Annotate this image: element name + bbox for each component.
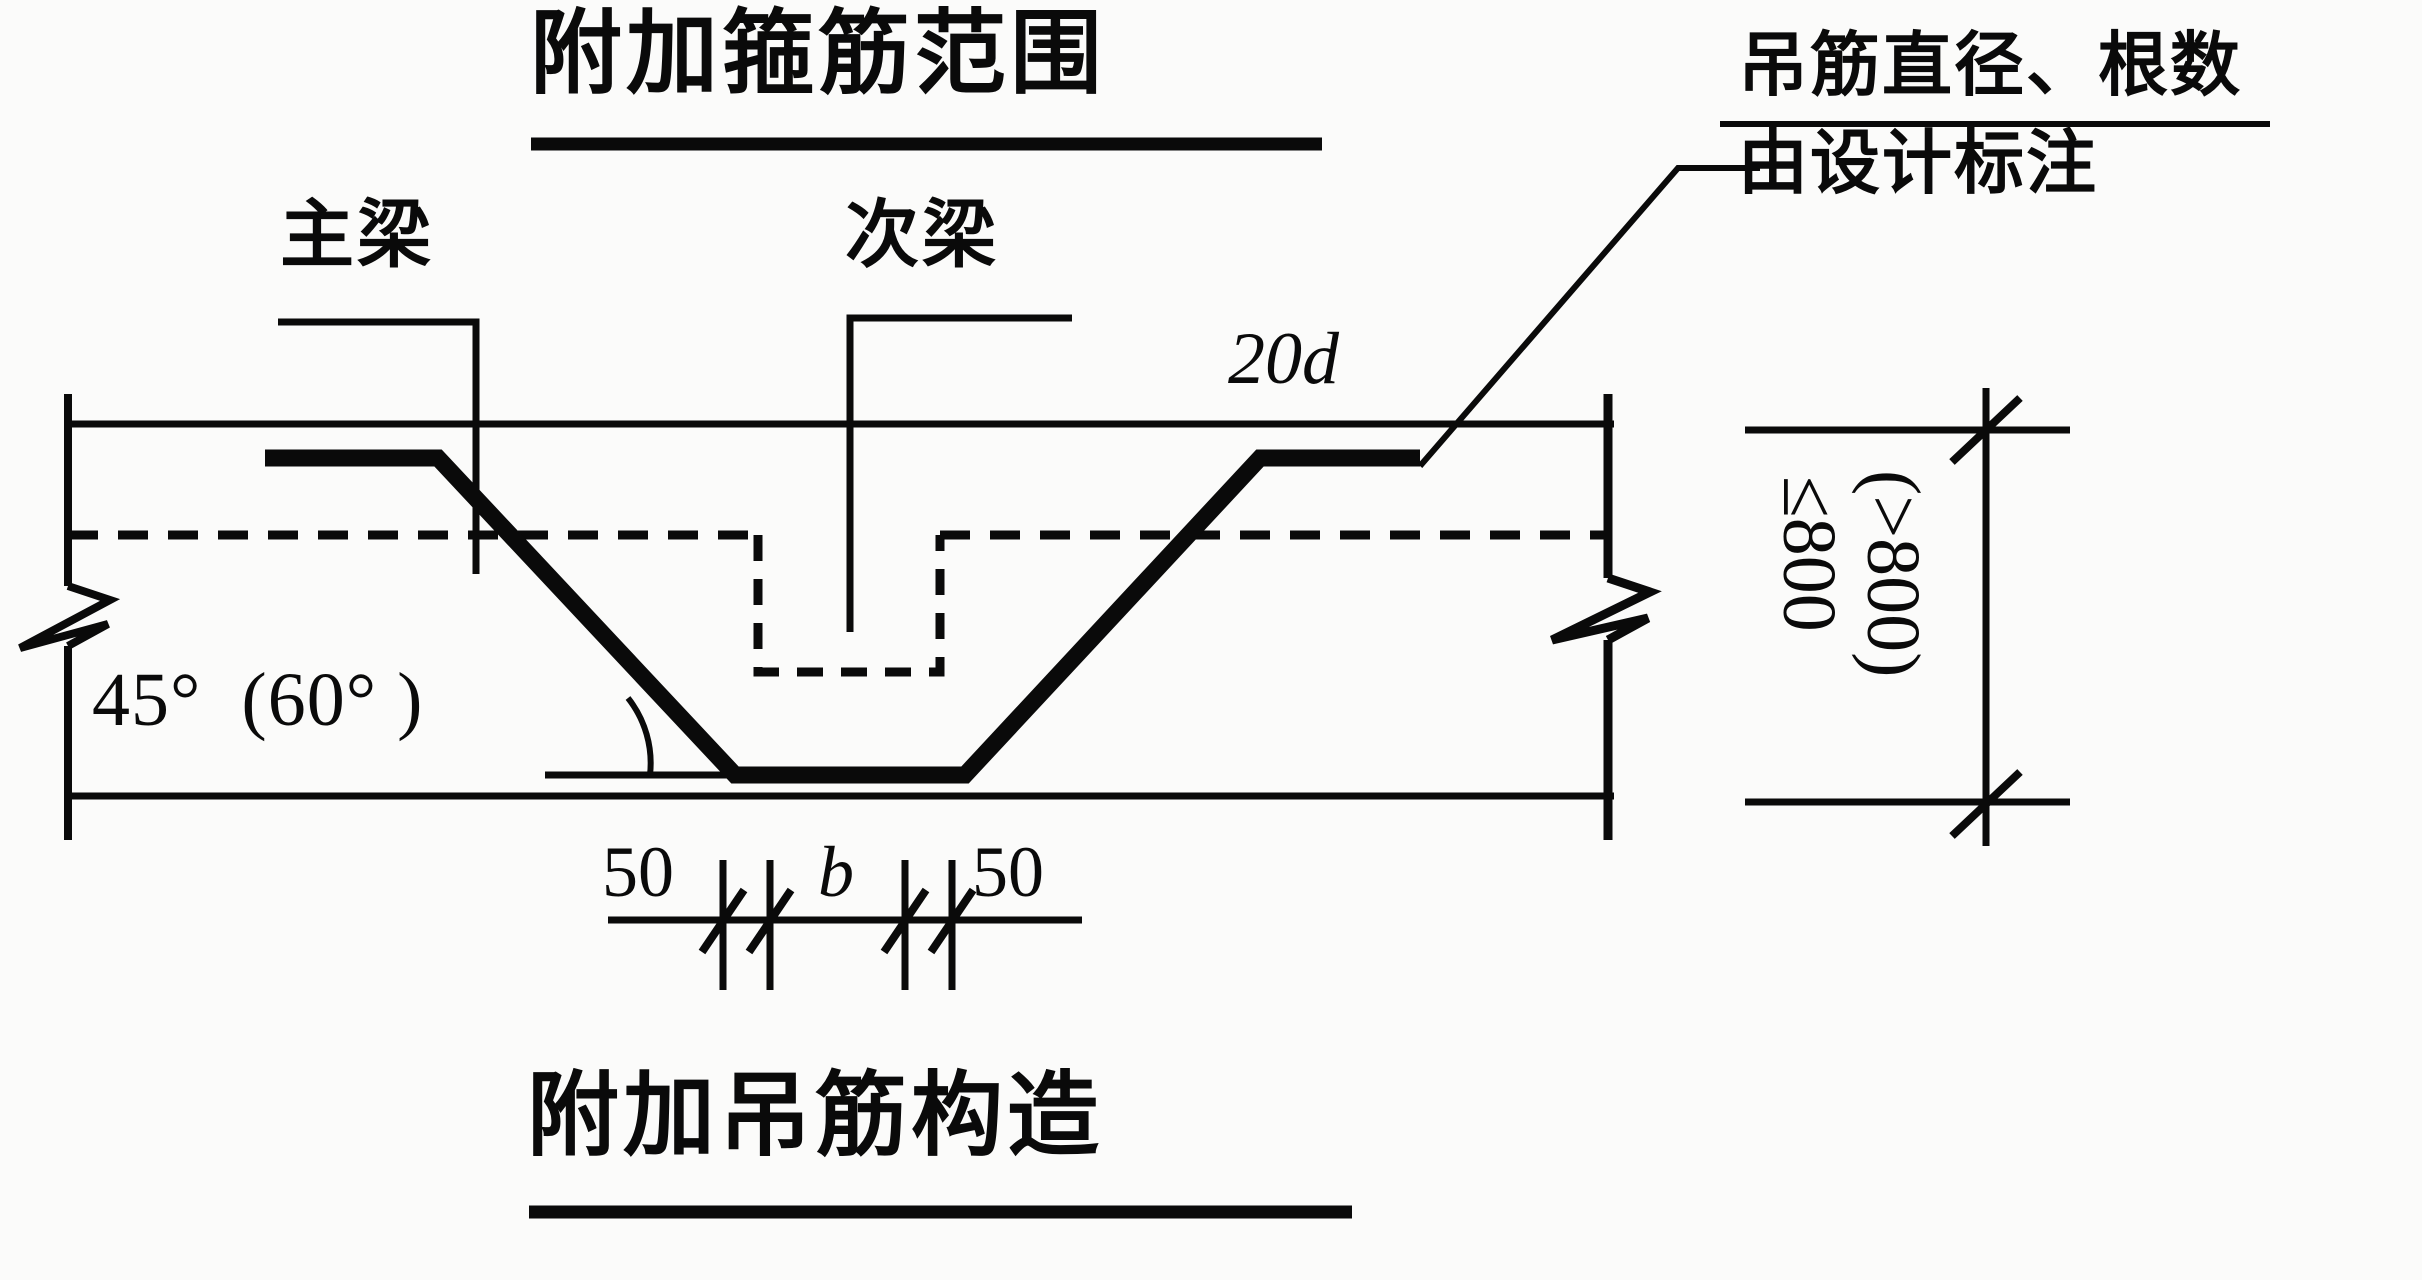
height-dim-tick-top [1949, 395, 2023, 465]
label-dim-width-b: b [818, 832, 854, 912]
secondary-beam-hidden-outline [753, 535, 945, 677]
note-line-1: 吊筋直径、根数 [1738, 24, 2242, 106]
page-title-top: 附加箍筋范围 [530, 0, 1107, 107]
label-height-le800: ≤800 [1767, 476, 1851, 632]
width-dim-tick-right-b [927, 887, 977, 955]
width-dim-tick-left-a [698, 887, 748, 955]
right-break-zigzag [1550, 573, 1662, 645]
label-dim-left-50: 50 [602, 832, 674, 912]
bent-up-rebar [265, 449, 1420, 784]
angle-arc [625, 696, 654, 776]
beam-height-dimension-text: ≤800 (>800) [1767, 470, 1998, 800]
secondary-beam-leader [846, 314, 1072, 632]
height-dim-tick-bottom [1949, 769, 2023, 839]
width-dim-tick-left-b [745, 887, 795, 955]
label-dim-right-50: 50 [972, 832, 1044, 912]
label-height-gt800: (>800) [1851, 470, 1935, 678]
note-leader [1417, 165, 1760, 468]
label-secondary-beam: 次梁 [845, 192, 999, 278]
main-beam-leader [278, 318, 480, 574]
label-bend-angle: 45° (60° ) [92, 658, 424, 742]
left-break-zigzag [18, 582, 121, 652]
note-line-2: 由设计标注 [1738, 122, 2098, 204]
label-bend-length: 20d [1228, 318, 1339, 400]
label-main-beam: 主梁 [280, 192, 434, 278]
page-title-bottom: 附加吊筋构造 [527, 1062, 1104, 1169]
width-dim-tick-right-a [880, 887, 930, 955]
